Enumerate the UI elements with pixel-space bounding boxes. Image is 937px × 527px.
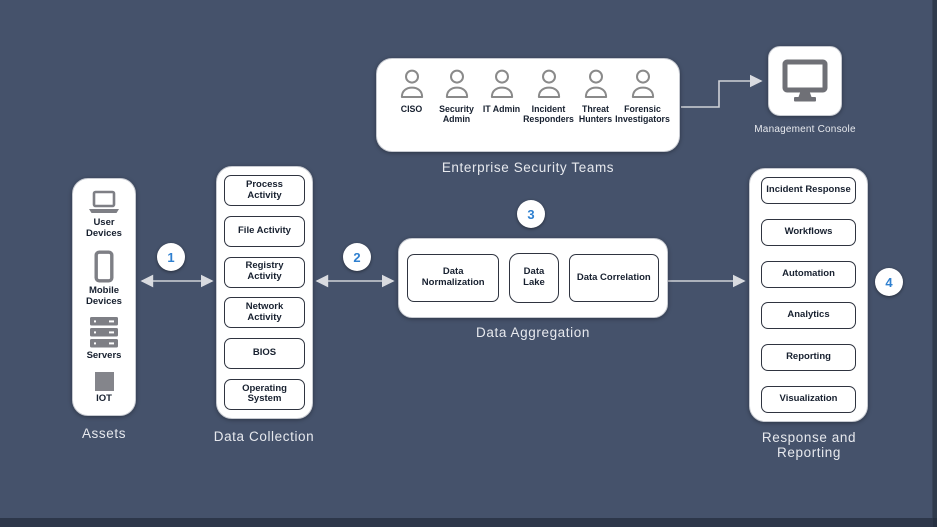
response-reporting-label: Response and Reporting [761, 430, 857, 460]
team-member-it-admin: IT Admin [479, 68, 524, 114]
enterprise-security-teams-label: Enterprise Security Teams [441, 160, 615, 175]
assets-label: Assets [81, 426, 127, 441]
asset-label: Mobile Devices [86, 284, 122, 307]
team-member-threat-hunters: Threat Hunters [573, 68, 618, 124]
person-icon [490, 69, 513, 98]
person-icon [445, 69, 468, 98]
aggregation-item-data-lake: Data Lake [509, 253, 559, 303]
team-member-label: CISO [400, 104, 423, 114]
response-item-automation: Automation [761, 260, 856, 288]
step-badge-1: 1 [157, 243, 185, 271]
response-item-workflows: Workflows [761, 218, 856, 246]
data-aggregation-panel: Data Normalization Data Lake Data Correl… [398, 238, 668, 318]
asset-mobile-devices: Mobile Devices [75, 250, 133, 308]
arrow-teams-console [681, 74, 763, 108]
edge-shade-right [933, 0, 937, 527]
person-icon [537, 69, 560, 98]
team-member-incident-responders: Incident Responders [523, 68, 574, 125]
collection-item-file-activity: File Activity [224, 215, 305, 247]
team-member-label: IT Admin [482, 104, 521, 114]
step-badge-4: 4 [875, 268, 903, 296]
data-aggregation-label: Data Aggregation [476, 325, 590, 340]
step-badge-3: 3 [517, 200, 545, 228]
data-collection-panel: Process Activity File Activity Registry … [216, 166, 313, 419]
aggregation-item-data-normalization: Data Normalization [407, 254, 500, 302]
response-item-visualization: Visualization [761, 385, 856, 413]
team-member-security-admin: Security Admin [434, 68, 479, 124]
asset-label: IOT [96, 393, 112, 405]
management-console-label: Management Console [754, 124, 856, 135]
aggregation-item-data-correlation: Data Correlation [568, 254, 659, 302]
asset-user-devices: User Devices [75, 190, 133, 240]
management-console-node [768, 46, 842, 116]
asset-iot: IOT [94, 372, 114, 405]
team-member-ciso: CISO [389, 68, 434, 114]
person-icon [584, 69, 607, 98]
team-member-label: Threat Hunters [578, 104, 613, 125]
asset-label: Servers [86, 350, 122, 362]
response-reporting-panel: Incident Response Workflows Automation A… [749, 168, 868, 422]
step-badge-2: 2 [343, 243, 371, 271]
enterprise-security-teams-panel: CISO Security Admin IT Admin Incident Re… [376, 58, 680, 152]
response-item-analytics: Analytics [761, 302, 856, 330]
person-icon [631, 69, 654, 98]
smartphone-icon [94, 250, 114, 283]
laptop-icon [89, 190, 119, 213]
edge-shade-bottom [0, 518, 937, 527]
team-member-label: Incident Responders [523, 104, 574, 125]
collection-item-bios: BIOS [224, 338, 305, 370]
server-stack-icon [90, 317, 118, 348]
collection-item-network-activity: Network Activity [224, 297, 305, 329]
collection-item-process-activity: Process Activity [224, 175, 305, 206]
team-member-label: Security Admin [439, 104, 474, 125]
iot-square-icon [94, 372, 114, 392]
team-member-forensic-investigators: Forensic Investigators [615, 68, 670, 125]
response-item-reporting: Reporting [761, 344, 856, 372]
asset-servers: Servers [86, 317, 122, 362]
assets-panel: User Devices Mobile Devices Servers IO [72, 178, 136, 416]
asset-label: User Devices [86, 217, 122, 239]
response-item-incident-response: Incident Response [761, 177, 856, 204]
collection-item-registry-activity: Registry Activity [224, 256, 305, 288]
person-icon [400, 69, 423, 98]
monitor-icon [782, 59, 828, 102]
team-member-label: Forensic Investigators [615, 104, 670, 125]
data-collection-label: Data Collection [213, 429, 315, 444]
collection-item-operating-system: Operating System [224, 378, 305, 410]
